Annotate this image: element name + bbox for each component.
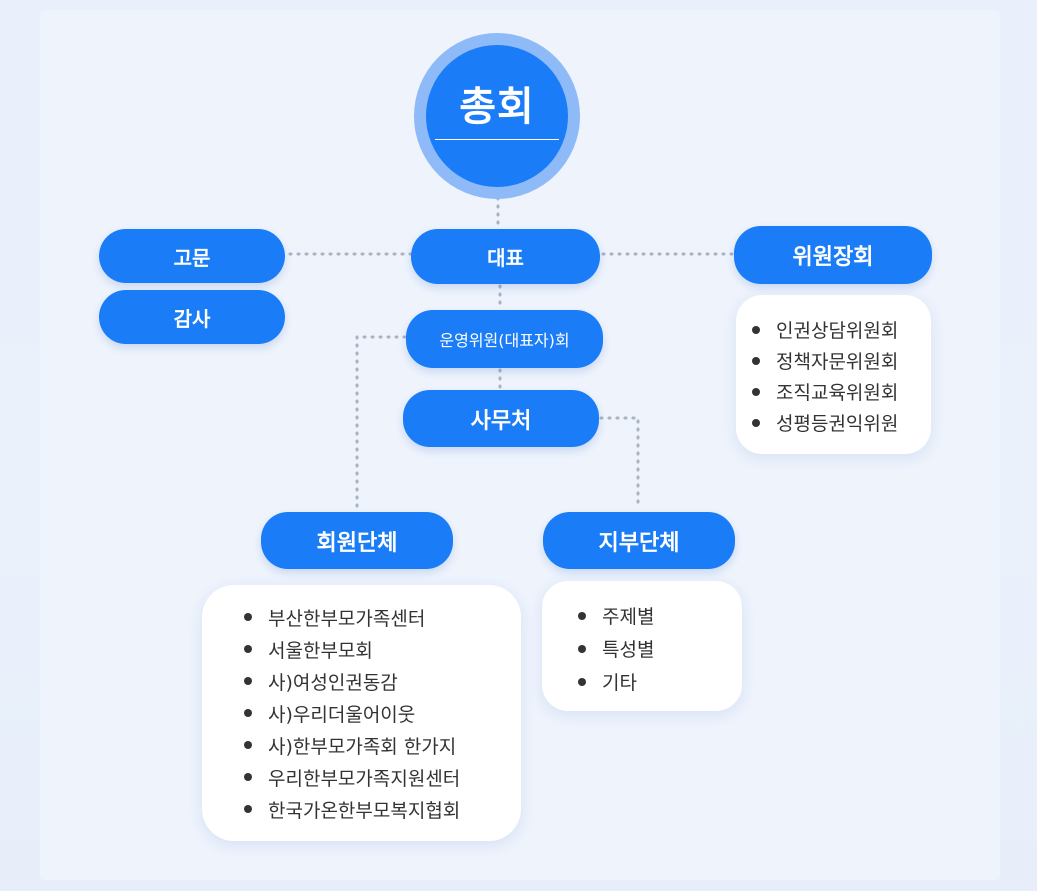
- member-item-label: 한국가온한부모복지협회: [268, 799, 461, 822]
- committee-item: 성평등권익위원: [752, 407, 931, 438]
- member-item: 한국가온한부모복지협회: [244, 793, 521, 825]
- committee-council-node: 위원장회: [734, 226, 932, 284]
- steering-committee-node: 운영위원(대표자)회: [406, 310, 603, 368]
- bullet-icon: [578, 611, 586, 620]
- connector-steering-member: [355, 335, 407, 508]
- member-item-label: 사)한부모가족회 한가지: [268, 735, 457, 758]
- bullet-icon: [244, 613, 252, 621]
- bullet-icon: [244, 645, 252, 653]
- member-item: 부산한부모가족센터: [244, 601, 521, 633]
- member-item: 서울한부모회: [244, 633, 521, 665]
- bullet-icon: [752, 356, 760, 365]
- secretariat-node: 사무처: [403, 390, 599, 447]
- member-item: 사)한부모가족회 한가지: [244, 729, 521, 761]
- branch-item: 기타: [578, 665, 742, 698]
- member-item-label: 우리한부모가족지원센터: [268, 767, 461, 790]
- bullet-icon: [578, 677, 586, 686]
- title-underline: [435, 138, 559, 140]
- member-item-label: 사)우리더울어이웃: [268, 703, 416, 726]
- committee-list-card: 인권상담위원회 정책자문위원회 조직교육위원회 성평등권익위원: [736, 295, 931, 454]
- branch-list-card: 주제별 특성별 기타: [542, 581, 742, 711]
- member-item-label: 부산한부모가족센터: [268, 607, 426, 630]
- branch-item-label: 기타: [602, 672, 637, 694]
- bullet-icon: [244, 709, 252, 717]
- bullet-icon: [244, 677, 252, 685]
- member-item: 사)우리더울어이웃: [244, 697, 521, 729]
- bullet-icon: [752, 387, 760, 396]
- branch-item-label: 특성별: [602, 639, 655, 661]
- advisor-node: 고문: [99, 229, 285, 283]
- member-item: 사)여성인권동감: [244, 665, 521, 697]
- branch-groups-node: 지부단체: [543, 512, 735, 569]
- bullet-icon: [752, 418, 760, 427]
- member-item: 우리한부모가족지원센터: [244, 761, 521, 793]
- member-item-label: 사)여성인권동감: [268, 671, 398, 694]
- committee-item: 정책자문위원회: [752, 345, 931, 376]
- general-assembly-title: 총회: [459, 83, 535, 130]
- bullet-icon: [578, 644, 586, 653]
- bullet-icon: [244, 741, 252, 749]
- committee-item: 조직교육위원회: [752, 376, 931, 407]
- bullet-icon: [244, 805, 252, 813]
- general-assembly-node: 총회: [426, 45, 568, 187]
- committee-item-label: 조직교육위원회: [776, 382, 899, 404]
- connector-secretariat-branch: [599, 416, 640, 508]
- branch-item-label: 주제별: [602, 606, 655, 628]
- branch-item: 주제별: [578, 599, 742, 632]
- committee-item-label: 인권상담위원회: [776, 320, 899, 342]
- bullet-icon: [752, 325, 760, 334]
- committee-item-label: 정책자문위원회: [776, 351, 899, 373]
- member-groups-node: 회원단체: [261, 512, 453, 569]
- auditor-node: 감사: [99, 290, 285, 344]
- committee-item: 인권상담위원회: [752, 314, 931, 345]
- member-list-card: 부산한부모가족센터 서울한부모회 사)여성인권동감 사)우리더울어이웃 사)한부…: [202, 585, 521, 841]
- branch-item: 특성별: [578, 632, 742, 665]
- member-item-label: 서울한부모회: [268, 639, 373, 662]
- committee-item-label: 성평등권익위원: [776, 413, 899, 435]
- bullet-icon: [244, 773, 252, 781]
- representative-node: 대표: [411, 229, 600, 284]
